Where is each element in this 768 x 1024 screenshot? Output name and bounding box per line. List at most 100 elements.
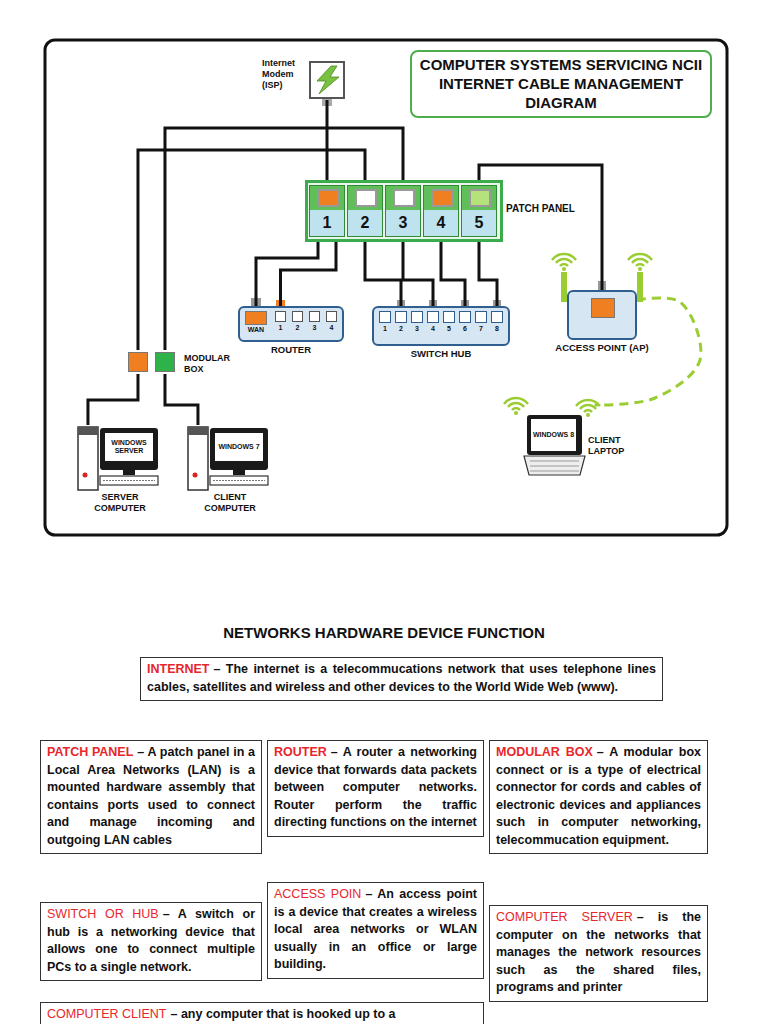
device-label: MODULAR BOX [184,353,236,375]
port-jack [292,311,303,322]
definition-heading: ACCESS POIN [274,887,361,901]
port-number: 1 [271,324,290,332]
port-jack [317,189,339,207]
laptop-drawing [531,419,576,451]
screen-text: WINDOWS SERVER [105,433,153,461]
switch-port: 8 [490,311,504,341]
screen-text: WINDOWS 8 [531,419,576,451]
screen-text: WINDOWS 7 [215,433,263,461]
network-cable [88,374,138,425]
router: ROUTERWAN1234 [238,306,344,342]
definition-box: INTERNET– The internet is a telecommucat… [140,657,663,701]
device-label: CLIENT COMPUTER [199,492,261,514]
port-jack [459,311,471,323]
device-label: Internet Modem (ISP) [262,58,304,90]
definition-text: – A patch panel in a Local Area Networks… [47,745,255,847]
laptop-drawing [530,471,579,472]
network-cable [441,237,465,311]
definition-text: – any computer that is hooked up to a [170,1007,395,1021]
port-jack [431,189,453,207]
port-jack [393,189,415,207]
router-port: 1 [274,310,287,338]
network-cable [281,237,337,310]
wifi-symbol [504,398,528,415]
patch-port: 3 [385,185,421,237]
definition-text: – The internet is a telecommucations net… [147,662,656,694]
modem-icon [317,66,339,94]
switch-port: 3 [410,311,424,341]
port-jack [395,311,407,323]
port-number: 1 [375,325,395,333]
definition-box: COMPUTER SERVER– is the computer on the … [489,905,708,1002]
wan-port: WAN [243,310,269,338]
switch-port: 4 [426,311,440,341]
device-label: SERVER COMPUTER [89,492,151,514]
laptop-drawing [524,415,585,475]
definition-box: PATCH PANEL– A patch panel in a Local Ar… [40,740,262,854]
definition-heading: INTERNET [147,662,210,676]
device-label: ACCESS POINT (AP) [555,342,648,353]
port-number: 2 [348,210,382,236]
port-label: WAN [241,326,271,334]
modular-box: MODULAR BOX [125,350,180,374]
laptop-drawing [530,461,579,462]
device-label: ROUTER [271,344,311,355]
port-number: 4 [424,210,458,236]
laptop-drawing [524,456,585,475]
patch-panel: PATCH PANEL12345 [305,180,503,242]
patch-port: 2 [347,185,383,237]
port-jack [128,352,148,372]
port-jack [379,311,391,323]
laptop-drawing [527,415,582,455]
laptop: WINDOWS 8CLIENT LAPTOP [522,405,632,480]
definition-box: SWITCH OR HUB– A switch or hub is a netw… [40,902,262,981]
definition-heading: MODULAR BOX [496,745,593,759]
port-jack [275,311,286,322]
definition-box: MODULAR BOX– A modular box connect or is… [489,740,708,854]
definition-box: ROUTER– A router a networking device tha… [267,740,484,837]
definition-heading: COMPUTER SERVER [496,910,633,924]
switch-port: 6 [458,311,472,341]
wifi-symbol [552,254,576,271]
switch-port: 7 [474,311,488,341]
port-jack [245,311,267,325]
port-jack [309,311,320,322]
computer: WINDOWS SERVER SERVER COMPUTER [75,425,165,520]
switch-port: 1 [378,311,392,341]
port-number: 4 [322,324,341,332]
port-jack [469,189,491,207]
network-cable [256,237,318,310]
server-computer-drawing [78,427,158,490]
antenna [637,272,643,302]
client-computer-drawing [188,427,268,490]
port-number: 2 [391,325,411,333]
port-stub [251,281,606,307]
definition-heading: SWITCH OR HUB [47,907,159,921]
switch-port: 2 [394,311,408,341]
port-jack [427,311,439,323]
port-number: 1 [310,210,344,236]
patch-port: 1 [309,185,345,237]
modem: Internet Modem (ISP) [310,60,344,100]
port-number: 3 [386,210,420,236]
port-jack [155,352,175,372]
port-number: 6 [455,325,475,333]
patch-port: 5 [461,185,497,237]
diagram-title: COMPUTER SYSTEMS SERVICING NCII INTERNET… [410,50,712,118]
definition-box: ACCESS POIN– An access point is a device… [267,882,484,979]
modem-icon [310,62,344,106]
device-label: CLIENT LAPTOP [588,435,636,457]
port-number: 5 [439,325,459,333]
router-port: 2 [291,310,304,338]
port-number: 4 [423,325,443,333]
patch-port: 4 [423,185,459,237]
port-jack [326,311,337,322]
port-jack [475,311,487,323]
port-number: 3 [407,325,427,333]
port-number: 2 [288,324,307,332]
laptop-drawing [530,466,579,467]
network-cable [326,100,329,185]
port-number: 7 [471,325,491,333]
router-port: 4 [325,310,338,338]
